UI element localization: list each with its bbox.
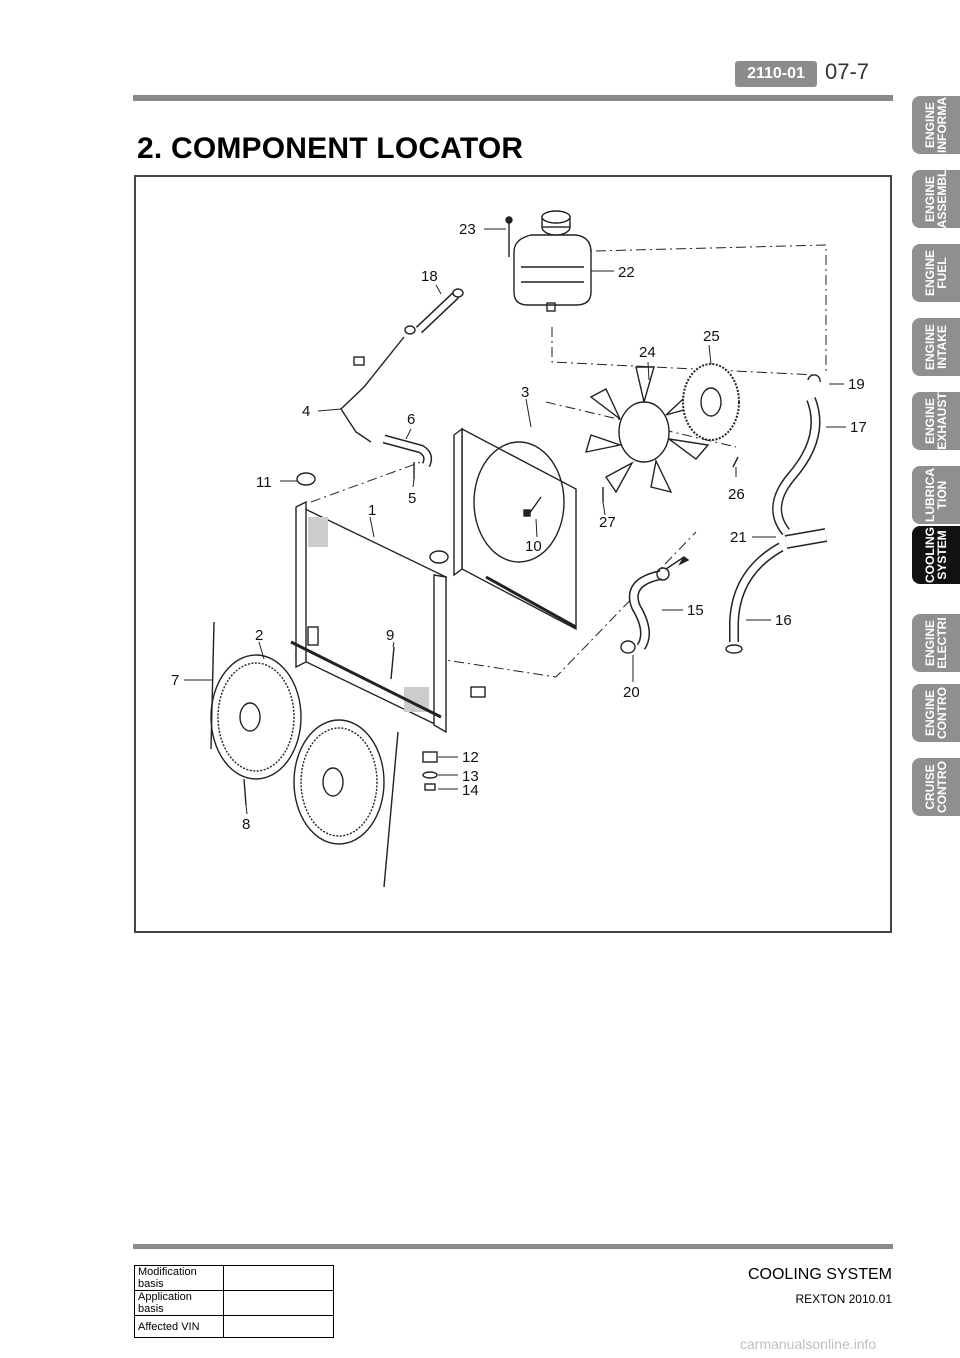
side-tab-engine-intake[interactable]: ENGINE INTAKE — [912, 318, 960, 376]
electric-fan-right — [293, 719, 385, 845]
fan-shroud — [453, 427, 577, 631]
fan-bracket-7 — [210, 621, 215, 750]
callout-13: 13 — [462, 768, 479, 785]
exploded-view-drawing: 1 2 3 4 5 6 7 8 9 10 11 12 13 14 15 16 1… — [171, 210, 867, 888]
callout-6: 6 — [407, 411, 415, 428]
callout-26: 26 — [728, 486, 745, 503]
callout-20: 20 — [623, 684, 640, 701]
bolt-10 — [528, 496, 542, 515]
table-row: Modification basis — [134, 1265, 334, 1291]
callout-3: 3 — [521, 384, 529, 401]
callout-19: 19 — [848, 376, 865, 393]
radiator-cap-11 — [296, 472, 316, 486]
dashed-link — [555, 244, 827, 372]
hose-clamp-20 — [620, 640, 636, 654]
side-tab-engine-electrical[interactable]: ENGINE ELECTRI — [912, 614, 960, 672]
side-tab-label: ENGINE FUEL — [923, 249, 949, 297]
callout-21: 21 — [730, 529, 747, 546]
side-tab-label: CRUISE CONTRO — [923, 761, 949, 813]
side-tab-label: ENGINE EXHAUST — [923, 392, 949, 450]
hose-clamp — [725, 644, 743, 654]
side-tab-label: ENGINE INTAKE — [923, 323, 949, 371]
callout-15: 15 — [687, 602, 704, 619]
callout-2: 2 — [255, 627, 263, 644]
callout-12: 12 — [462, 749, 479, 766]
bolt-9 — [390, 646, 395, 680]
modification-table: Modification basis Application basis Aff… — [134, 1265, 334, 1338]
component-locator-diagram: 1 2 3 4 5 6 7 8 9 10 11 12 13 14 15 16 1… — [134, 175, 892, 933]
coolant-reservoir — [513, 210, 592, 312]
dashed-link — [310, 461, 422, 503]
table-label: Application basis — [134, 1290, 224, 1316]
table-value — [223, 1315, 334, 1338]
section-code-badge: 2110-01 — [735, 61, 817, 87]
page-number: 07-7 — [825, 59, 870, 84]
side-tab-label: COOLING SYSTEM — [923, 527, 949, 583]
mount-bushing-12 — [422, 751, 438, 763]
watermark-text: carmanualsonline.info — [740, 1336, 877, 1352]
callout-17: 17 — [850, 419, 867, 436]
washer-13 — [422, 771, 438, 779]
coolant-pipe — [340, 336, 405, 443]
bolt-8 — [243, 778, 247, 806]
clip-14 — [424, 783, 436, 791]
side-tab-label: ENGINE INFORMA — [923, 97, 949, 153]
side-tab-cooling-system[interactable]: COOLING SYSTEM — [912, 526, 960, 584]
table-value — [223, 1265, 334, 1291]
callout-25: 25 — [703, 328, 720, 345]
radiator-cap — [429, 550, 449, 564]
table-row: Application basis — [134, 1290, 334, 1316]
callout-11: 11 — [256, 474, 272, 491]
side-tab-engine-assembly[interactable]: ENGINE ASSEMBL — [912, 170, 960, 228]
table-row: Affected VIN — [134, 1315, 334, 1338]
pipe-bracket — [353, 356, 365, 366]
hose-clamp-19 — [807, 374, 821, 383]
dashed-link — [545, 401, 737, 448]
side-tab-label: ENGINE CONTRO — [923, 687, 949, 739]
callout-24: 24 — [639, 344, 656, 361]
temperature-sensor — [470, 686, 486, 698]
side-tab-cruise-control[interactable]: CRUISE CONTRO — [912, 758, 960, 816]
callout-27: 27 — [599, 514, 616, 531]
side-tab-label: LUBRICA TION — [923, 468, 949, 522]
side-tab-engine-information[interactable]: ENGINE INFORMA — [912, 96, 960, 154]
callout-8: 8 — [242, 816, 250, 833]
side-tab-engine-control[interactable]: ENGINE CONTRO — [912, 684, 960, 742]
callout-16: 16 — [775, 612, 792, 629]
table-label: Modification basis — [134, 1265, 224, 1291]
overflow-hose — [404, 288, 464, 335]
callout-14: 14 — [462, 782, 479, 799]
fan-clutch — [682, 363, 740, 441]
fan-bracket — [383, 731, 399, 888]
bolt-26 — [732, 456, 739, 468]
callout-7: 7 — [171, 672, 179, 689]
callout-18: 18 — [421, 268, 438, 285]
cooling-fan-blades — [584, 366, 710, 494]
electric-fan-left — [210, 654, 302, 780]
table-label: Affected VIN — [134, 1315, 224, 1338]
footer-divider — [133, 1244, 893, 1249]
callout-5: 5 — [408, 490, 416, 507]
section-title: 2. COMPONENT LOCATOR — [137, 132, 524, 165]
callout-4: 4 — [302, 403, 310, 420]
side-tab-engine-fuel[interactable]: ENGINE FUEL — [912, 244, 960, 302]
hose-clamp — [656, 567, 670, 581]
callout-1: 1 — [368, 502, 376, 519]
dashed-link — [551, 327, 817, 376]
table-value — [223, 1290, 334, 1316]
header-divider — [133, 95, 893, 101]
side-tab-engine-exhaust[interactable]: ENGINE EXHAUST — [912, 392, 960, 450]
footer-title: COOLING SYSTEM — [747, 1266, 892, 1283]
callout-22: 22 — [618, 264, 635, 281]
callout-9: 9 — [386, 627, 394, 644]
side-tab-label: ENGINE ASSEMBL — [923, 170, 949, 228]
radiator — [290, 500, 447, 734]
bolt-23 — [505, 216, 513, 257]
callout-23: 23 — [459, 221, 476, 238]
footer-subtitle: REXTON 2010.01 — [795, 1292, 893, 1306]
side-tab-label: ENGINE ELECTRI — [923, 617, 949, 669]
side-tab-lubrication[interactable]: LUBRICA TION — [912, 466, 960, 524]
callout-10: 10 — [525, 538, 542, 555]
